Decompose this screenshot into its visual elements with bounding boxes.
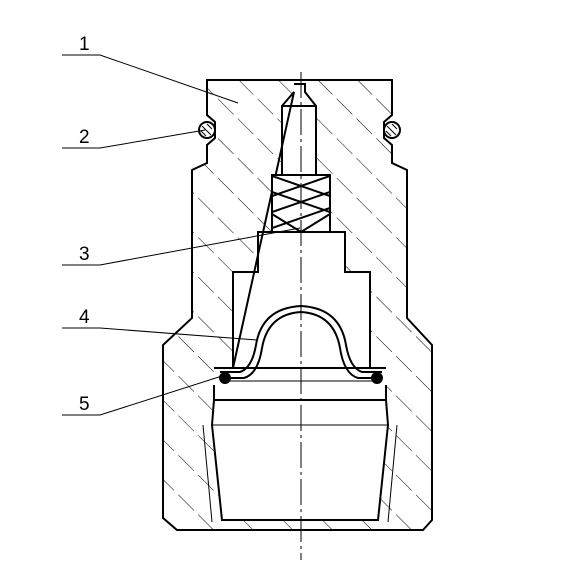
leader-4 — [62, 327, 258, 341]
leader-5 — [62, 375, 223, 416]
housing-section — [163, 80, 432, 530]
callout-3: 3 — [79, 244, 90, 265]
callout-1: 1 — [79, 34, 90, 55]
thread-root-right — [387, 424, 398, 523]
thread-root-left — [202, 424, 213, 523]
lower-counterbore — [210, 385, 390, 521]
leader-3 — [62, 227, 301, 266]
leader-2 — [62, 129, 206, 149]
callout-2: 2 — [79, 127, 90, 148]
o-ring-left-hatch — [200, 123, 213, 137]
o-ring-right-hatch — [385, 123, 398, 137]
leader-1 — [62, 54, 239, 104]
o-ring-left — [198, 121, 216, 139]
callout-4: 4 — [79, 307, 90, 328]
callout-5: 5 — [79, 394, 90, 415]
o-ring-right — [383, 121, 401, 139]
seal-ring-right — [371, 372, 383, 384]
seal-ring-left — [219, 372, 231, 384]
